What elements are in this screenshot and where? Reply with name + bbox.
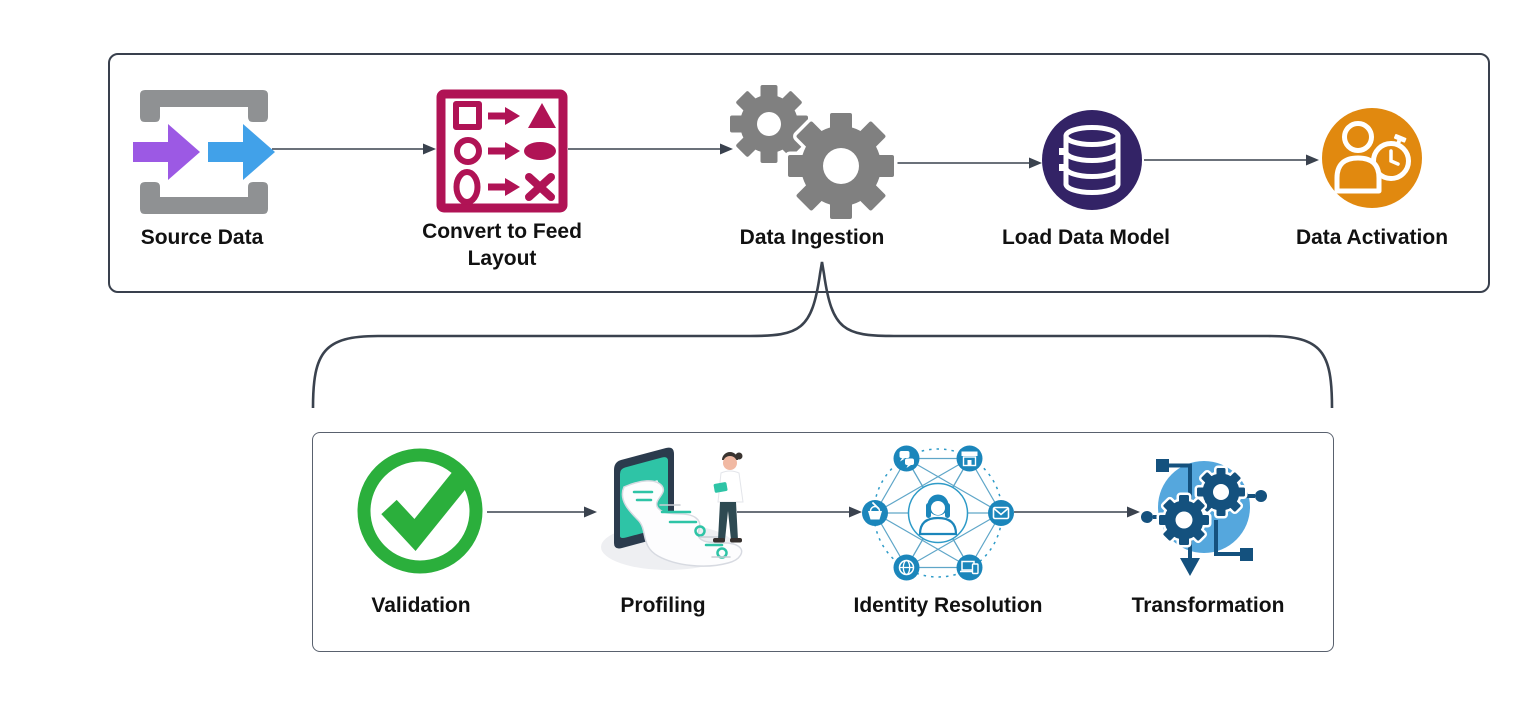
stage-label-transformation: Transformation <box>1131 594 1285 617</box>
checkmark-icon <box>357 448 483 574</box>
source-data-icon <box>133 90 275 214</box>
stage-label-load-data-model: Load Data Model <box>1001 226 1170 249</box>
pipeline-container-box <box>108 53 1490 293</box>
standing-person-illustration <box>713 452 744 543</box>
flow-connectors <box>272 143 1319 518</box>
stage-label-data-ingestion: Data Ingestion <box>739 226 885 249</box>
globe-node-icon <box>893 554 920 581</box>
person-icon <box>1334 121 1382 194</box>
stage-label-identity-resolution: Identity Resolution <box>853 594 1043 617</box>
stage-label-data-activation: Data Activation <box>1295 226 1449 249</box>
stage-label-validation: Validation <box>371 594 471 617</box>
report-scroll <box>621 480 743 567</box>
curly-brace <box>311 261 1334 409</box>
large-gear-icon <box>788 113 894 219</box>
identity-network-icon <box>862 445 1014 581</box>
stage-label-convert-feed: Convert to Feed Layout <box>422 220 582 271</box>
data-report-illustration: DATA <box>601 447 744 570</box>
people-timer-icon <box>1322 108 1422 208</box>
devices-node-icon <box>956 554 983 581</box>
gears-circuit-icon <box>1141 459 1267 576</box>
convert-feed-icon <box>436 89 568 213</box>
center-user-icon <box>918 494 958 536</box>
gear-lower-icon <box>1159 495 1209 545</box>
basket-node-icon <box>862 500 888 526</box>
gears-icon <box>730 85 898 223</box>
ingestion-sub-container-box <box>312 432 1334 652</box>
database-icon <box>1042 110 1142 210</box>
stage-label-source-data: Source Data <box>140 226 264 249</box>
mail-node-icon <box>988 500 1014 526</box>
small-gear-icon <box>730 85 808 163</box>
chat-node-icon <box>893 445 920 472</box>
store-node-icon <box>956 445 983 472</box>
stage-label-profiling: Profiling <box>620 594 706 617</box>
purple-arrow-icon <box>133 124 200 180</box>
blue-arrow-icon <box>208 124 275 180</box>
